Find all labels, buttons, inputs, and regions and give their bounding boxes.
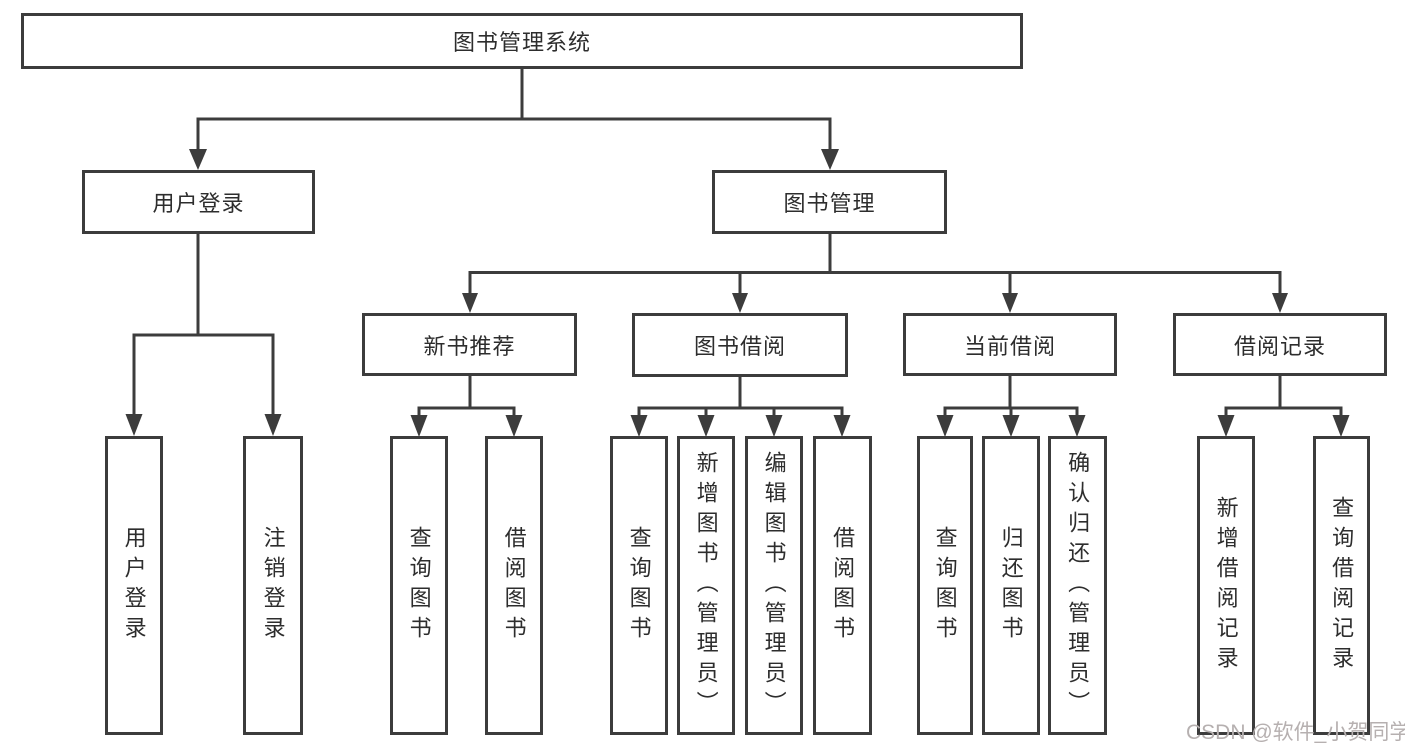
leaf-newbook-query: 查询图书 xyxy=(390,436,448,735)
node-root-label: 图书管理系统 xyxy=(452,30,591,55)
leaf-newbook-borrow-label: 借阅图书 xyxy=(501,525,527,646)
leaf-record-add: 新增借阅记录 xyxy=(1197,436,1255,735)
leaf-record-query: 查询借阅记录 xyxy=(1313,436,1370,735)
leaf-newbook-query-label: 查询图书 xyxy=(406,525,432,646)
node-root: 图书管理系统 xyxy=(21,13,1023,69)
leaf-borrow-edit-book-label: 编辑图书（管理员） xyxy=(761,450,787,721)
leaf-borrow-edit-book: 编辑图书（管理员） xyxy=(745,436,803,735)
node-borrow-record-label: 借阅记录 xyxy=(1233,333,1326,359)
node-new-book-recommend: 新书推荐 xyxy=(362,313,577,376)
node-user-login-label: 用户登录 xyxy=(152,191,245,216)
node-borrow-record: 借阅记录 xyxy=(1173,313,1387,376)
leaf-newbook-borrow: 借阅图书 xyxy=(485,436,543,735)
leaf-user-login: 用户登录 xyxy=(105,436,163,735)
leaf-borrow-book-label: 借阅图书 xyxy=(830,525,856,646)
node-new-book-recommend-label: 新书推荐 xyxy=(423,333,516,359)
leaf-logout: 注销登录 xyxy=(243,436,303,735)
leaf-borrow-book: 借阅图书 xyxy=(813,436,872,735)
node-book-borrow-label: 图书借阅 xyxy=(693,334,786,359)
csdn-watermark: CSDN @软件_小贺同学 xyxy=(1186,721,1405,744)
leaf-record-query-label: 查询借阅记录 xyxy=(1329,495,1355,676)
leaf-current-query-label: 查询图书 xyxy=(932,525,958,646)
leaf-logout-label: 注销登录 xyxy=(260,525,286,646)
node-current-borrow-label: 当前借阅 xyxy=(963,333,1056,359)
leaf-current-confirm-return-label: 确认归还（管理员） xyxy=(1065,450,1091,721)
node-book-management: 图书管理 xyxy=(712,170,947,234)
leaf-record-add-label: 新增借阅记录 xyxy=(1213,495,1239,676)
leaf-current-return: 归还图书 xyxy=(982,436,1040,735)
leaf-borrow-add-book: 新增图书（管理员） xyxy=(677,436,735,735)
leaf-current-query: 查询图书 xyxy=(917,436,973,735)
leaf-borrow-add-book-label: 新增图书（管理员） xyxy=(693,450,719,721)
node-book-management-label: 图书管理 xyxy=(783,191,876,216)
leaf-borrow-query: 查询图书 xyxy=(610,436,668,735)
node-book-borrow: 图书借阅 xyxy=(632,313,848,377)
leaf-borrow-query-label: 查询图书 xyxy=(626,525,652,646)
leaf-current-return-label: 归还图书 xyxy=(998,525,1024,646)
leaf-current-confirm-return: 确认归还（管理员） xyxy=(1048,436,1107,735)
leaf-user-login-label: 用户登录 xyxy=(121,525,147,646)
node-user-login: 用户登录 xyxy=(82,170,315,234)
node-current-borrow: 当前借阅 xyxy=(903,313,1117,376)
